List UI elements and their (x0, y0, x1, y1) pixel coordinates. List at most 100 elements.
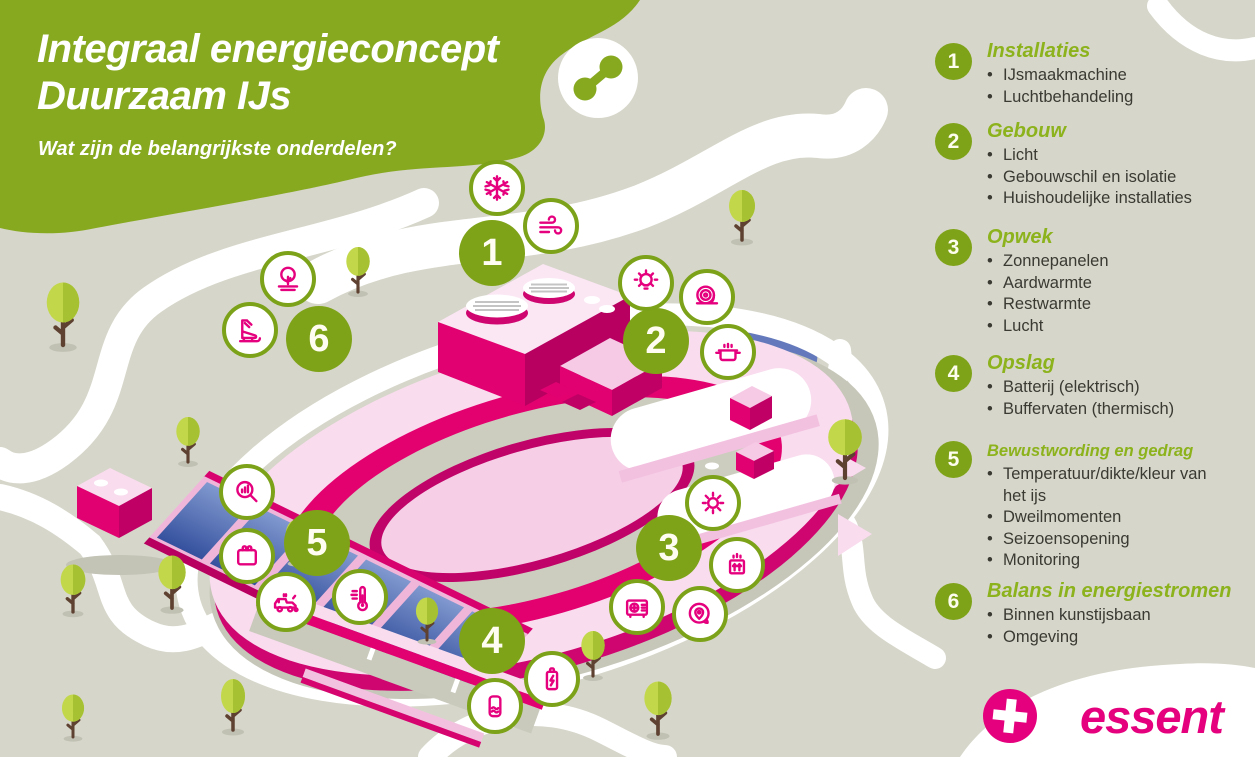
legend-bullet: Binnen kunstijsbaan (987, 605, 1233, 627)
sun-icon (701, 491, 725, 515)
snowflake-icon (484, 175, 510, 201)
map-marker-1: 1 (459, 220, 525, 286)
icon-badge-buffer-tank (467, 678, 523, 734)
icon-badge-ice-resurfacer (256, 572, 316, 632)
legend-text: Gebouw LichtGebouwschil en isolatieHuish… (987, 120, 1233, 210)
legend-bullets: Binnen kunstijsbaanOmgeving (987, 605, 1233, 648)
thermometer-icon (350, 585, 368, 612)
legend-bullets: ZonnepanelenAardwarmteRestwarmteLucht (987, 251, 1233, 337)
legend-heading: Bewustwording en gedrag (987, 442, 1194, 460)
battery-icon (545, 667, 559, 691)
legend-text: Balans in energiestromen Binnen kunstijs… (987, 580, 1233, 648)
map-marker-2: 2 (623, 308, 689, 374)
legend-bullet: Licht (987, 145, 1233, 167)
icon-badge-snowflake (469, 160, 525, 216)
trees-group (46, 190, 862, 742)
legend-bullet: Temperatuur/dikte/kleur van het ijs (987, 464, 1233, 507)
legend-text: Bewustwording en gedrag Temperatuur/dikt… (987, 438, 1233, 572)
legend-bullet: Monitoring (987, 550, 1233, 572)
icon-badge-battery (524, 651, 580, 707)
legend-badge: 6 (935, 583, 972, 620)
legend-bullets: Temperatuur/dikte/kleur van het ijsDweil… (987, 464, 1233, 572)
icon-badge-geothermal (672, 586, 728, 642)
legend-text: Opwek ZonnepanelenAardwarmteRestwarmteLu… (987, 226, 1233, 337)
heat-pump-icon (625, 599, 649, 619)
heat-recovery-icon (728, 552, 746, 575)
legend-bullet: Gebouwschil en isolatie (987, 167, 1233, 189)
tree-icon (277, 266, 299, 292)
legend-heading: Gebouw (987, 120, 1066, 142)
legend-badge: 3 (935, 229, 972, 266)
legend-heading: Opwek (987, 226, 1053, 248)
essent-logo-icon (983, 689, 1037, 743)
legend-bullet: Buffervaten (thermisch) (987, 399, 1233, 421)
legend-badge-number: 4 (947, 361, 960, 385)
map-marker-4: 4 (459, 608, 525, 674)
legend-bullet: Zonnepanelen (987, 251, 1233, 273)
page-subtitle: Wat zijn de belangrijkste onderdelen? (38, 138, 397, 160)
map-marker-6: 6 (286, 306, 352, 372)
legend-heading: Installaties (987, 40, 1091, 62)
legend-item-opslag: 4 Opslag Batterij (elektrisch)Buffervate… (935, 352, 1247, 420)
insulation-roll-icon (695, 285, 719, 305)
legend-badge-number: 3 (947, 235, 960, 259)
cooking-pot-icon (715, 342, 741, 362)
legend-item-gebouw: 2 Gebouw LichtGebouwschil en isolatieHui… (935, 120, 1247, 210)
essent-wordmark: essent (1080, 690, 1224, 743)
legend-heading: Balans in energiestromen (987, 580, 1232, 602)
legend-bullets: Batterij (elektrisch)Buffervaten (thermi… (987, 377, 1233, 420)
title-line-2: Duurzaam IJs (37, 74, 292, 118)
legend-bullet: Aardwarmte (987, 273, 1233, 295)
icon-badge-thermometer (332, 569, 388, 625)
icon-badge-calendar (219, 528, 275, 584)
map-marker-5: 5 (284, 510, 350, 576)
legend-item-bewustwording: 5 Bewustwording en gedrag Temperatuur/di… (935, 438, 1247, 572)
legend-badge: 1 (935, 43, 972, 80)
legend-bullet: IJsmaakmachine (987, 65, 1233, 87)
outbuilding-cubes (730, 386, 774, 479)
small-building (66, 468, 174, 575)
wind-icon (539, 215, 563, 235)
icon-badge-cooking-pot (700, 324, 756, 380)
legend-heading: Opslag (987, 352, 1055, 374)
calendar-icon (237, 545, 257, 566)
icon-badge-wind (523, 198, 579, 254)
legend-bullets: LichtGebouwschil en isolatieHuishoudelij… (987, 145, 1233, 210)
footer-swoosh (960, 663, 1255, 757)
marker-number: 5 (306, 521, 328, 564)
icon-badge-sun (685, 475, 741, 531)
lightbulb-icon (633, 269, 659, 290)
ice-resurfacer-icon (273, 593, 299, 613)
legend-text: Opslag Batterij (elektrisch)Buffervaten … (987, 352, 1233, 420)
legend-item-installaties: 1 Installaties IJsmaakmachineLuchtbehand… (935, 40, 1247, 108)
icon-badge-heat-pump (609, 579, 665, 635)
legend-item-balans: 6 Balans in energiestromen Binnen kunsti… (935, 580, 1247, 648)
legend-bullet: Omgeving (987, 627, 1233, 649)
monitoring-icon (236, 480, 258, 503)
map-marker-3: 3 (636, 515, 702, 581)
marker-number: 6 (308, 317, 330, 360)
legend-bullet: Batterij (elektrisch) (987, 377, 1233, 399)
page-title: Integraal energieconcept Duurzaam IJs (37, 26, 499, 120)
legend-bullet: Dweilmomenten (987, 507, 1233, 529)
legend-badge-number: 2 (947, 129, 960, 153)
legend-bullet: Lucht (987, 316, 1233, 338)
buffer-tank-icon (488, 695, 502, 718)
geothermal-icon (688, 602, 710, 625)
machine-building (438, 264, 630, 406)
legend-bullet: Luchtbehandeling (987, 87, 1233, 109)
icon-badge-lightbulb (618, 255, 674, 311)
header-blob (0, 0, 640, 234)
marker-number: 3 (658, 526, 680, 569)
icon-badge-tree (260, 251, 316, 307)
legend-bullet: Huishoudelijke installaties (987, 188, 1233, 210)
legend-bullets: IJsmaakmachineLuchtbehandeling (987, 65, 1233, 108)
legend-badge: 2 (935, 123, 972, 160)
marker-number: 2 (645, 319, 667, 362)
icon-badge-insulation-roll (679, 269, 735, 325)
icon-badge-heat-recovery (709, 537, 765, 593)
legend-badge: 4 (935, 355, 972, 392)
marker-number: 1 (481, 231, 503, 274)
legend-badge-number: 1 (947, 49, 960, 73)
